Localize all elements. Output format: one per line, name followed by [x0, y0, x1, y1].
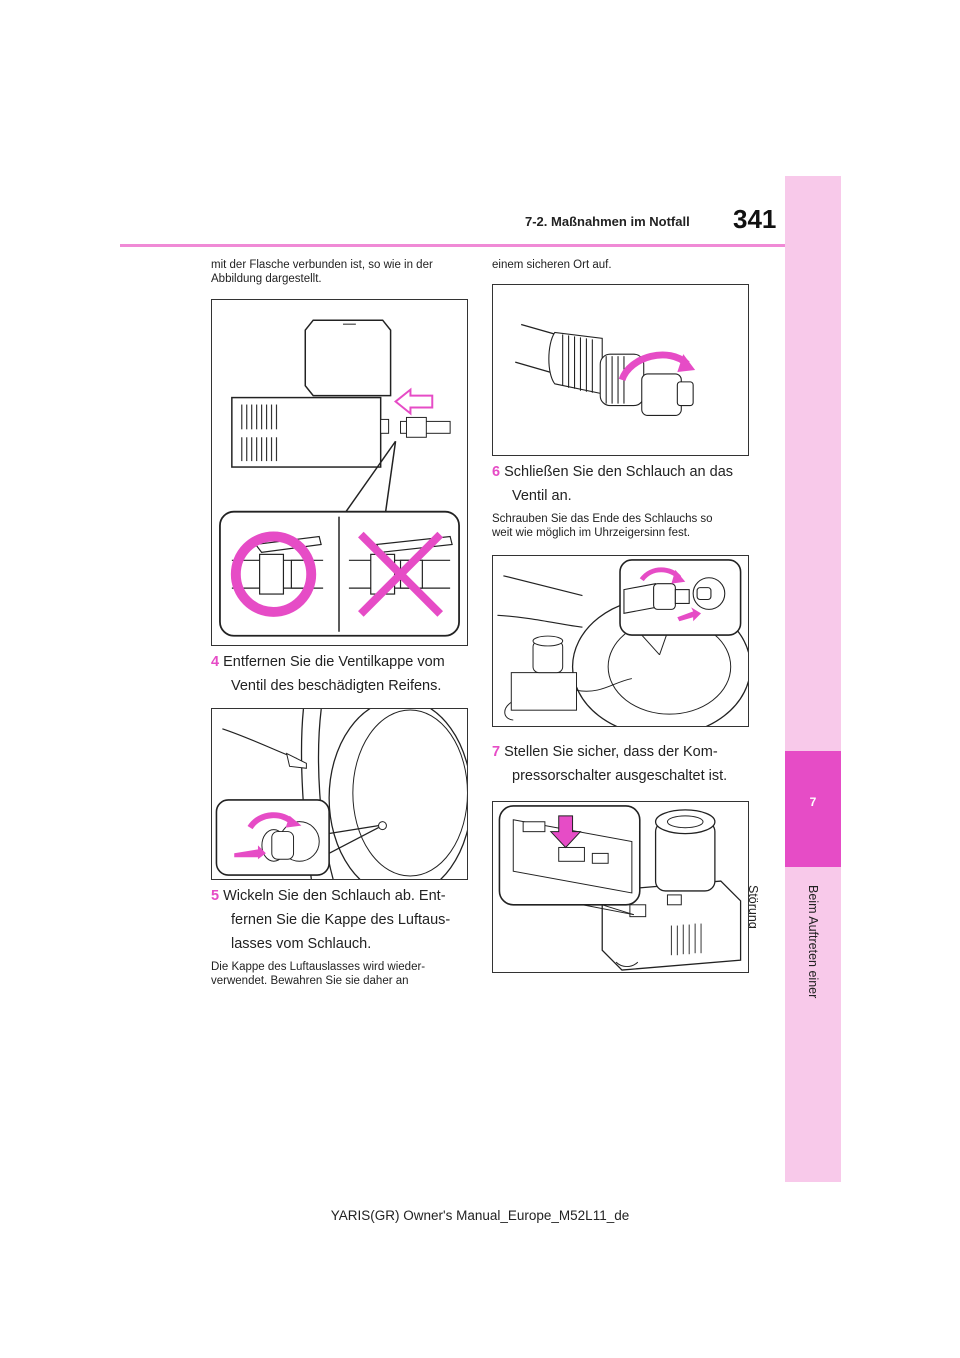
step-text: Entfernen Sie die Ventilkappe vom	[223, 654, 445, 670]
valve-cap-illustration	[215, 709, 467, 879]
intro-line: mit der Flasche verbunden ist, so wie in…	[211, 259, 433, 271]
bottle-connection-illustration	[219, 319, 460, 637]
chapter-sidebar	[785, 176, 841, 1182]
section-title: 7-2. Maßnahmen im Notfall	[525, 214, 690, 229]
step-number: 5	[211, 888, 220, 904]
step-6-note: Schrauben Sie das Ende des Schlauchs so …	[492, 512, 762, 540]
hose-cap-illustration	[515, 323, 696, 417]
step-text: lasses vom Schlauch.	[231, 936, 372, 952]
hose-to-valve-illustration	[497, 559, 748, 726]
footer-manual-id: YARIS(GR) Owner's Manual_Europe_M52L11_d…	[330, 1208, 630, 1223]
figure-bottle-connection	[211, 299, 468, 646]
step-text: Wickeln Sie den Schlauch ab. Ent-	[223, 888, 446, 904]
figure-valve-cap	[211, 708, 468, 880]
intro-text: mit der Flasche verbunden ist, so wie in…	[211, 258, 481, 286]
step-text: Ventil an.	[512, 488, 572, 504]
step-number: 6	[492, 464, 501, 480]
step-number: 7	[492, 744, 501, 760]
step-5-note: Die Kappe des Luftauslasses wird wieder-…	[211, 960, 481, 988]
figure-hose-to-valve	[492, 555, 749, 727]
chapter-tab	[785, 751, 841, 867]
chapter-number: 7	[809, 795, 817, 809]
note-line: Die Kappe des Luftauslasses wird wieder-	[211, 961, 426, 973]
header-rule	[120, 244, 785, 247]
compressor-switch-illustration	[498, 805, 742, 971]
continuation-text: einem sicheren Ort auf.	[492, 259, 612, 271]
note-line: verwendet. Bewahren Sie sie daher an	[211, 975, 409, 987]
step-number: 4	[211, 654, 220, 670]
note-line: Schrauben Sie das Ende des Schlauchs so	[492, 513, 713, 525]
step-text: fernen Sie die Kappe des Luftaus-	[231, 912, 451, 928]
figure-compressor-switch	[492, 801, 749, 973]
note-line: weit wie möglich im Uhrzeigersinn fest.	[492, 527, 691, 539]
intro-line: Abbildung dargestellt.	[211, 273, 322, 285]
page-number: 341	[733, 204, 777, 234]
step-text: Stellen Sie sicher, dass der Kom-	[504, 744, 718, 760]
step-text: Schließen Sie den Schlauch an das	[504, 464, 734, 480]
figure-hose-cap	[492, 284, 749, 456]
chapter-title: Beim Auftreten einer Störung	[746, 885, 820, 999]
step-text: Ventil des beschädigten Reifens.	[231, 678, 442, 694]
step-text: pressorschalter ausgeschaltet ist.	[512, 768, 728, 784]
